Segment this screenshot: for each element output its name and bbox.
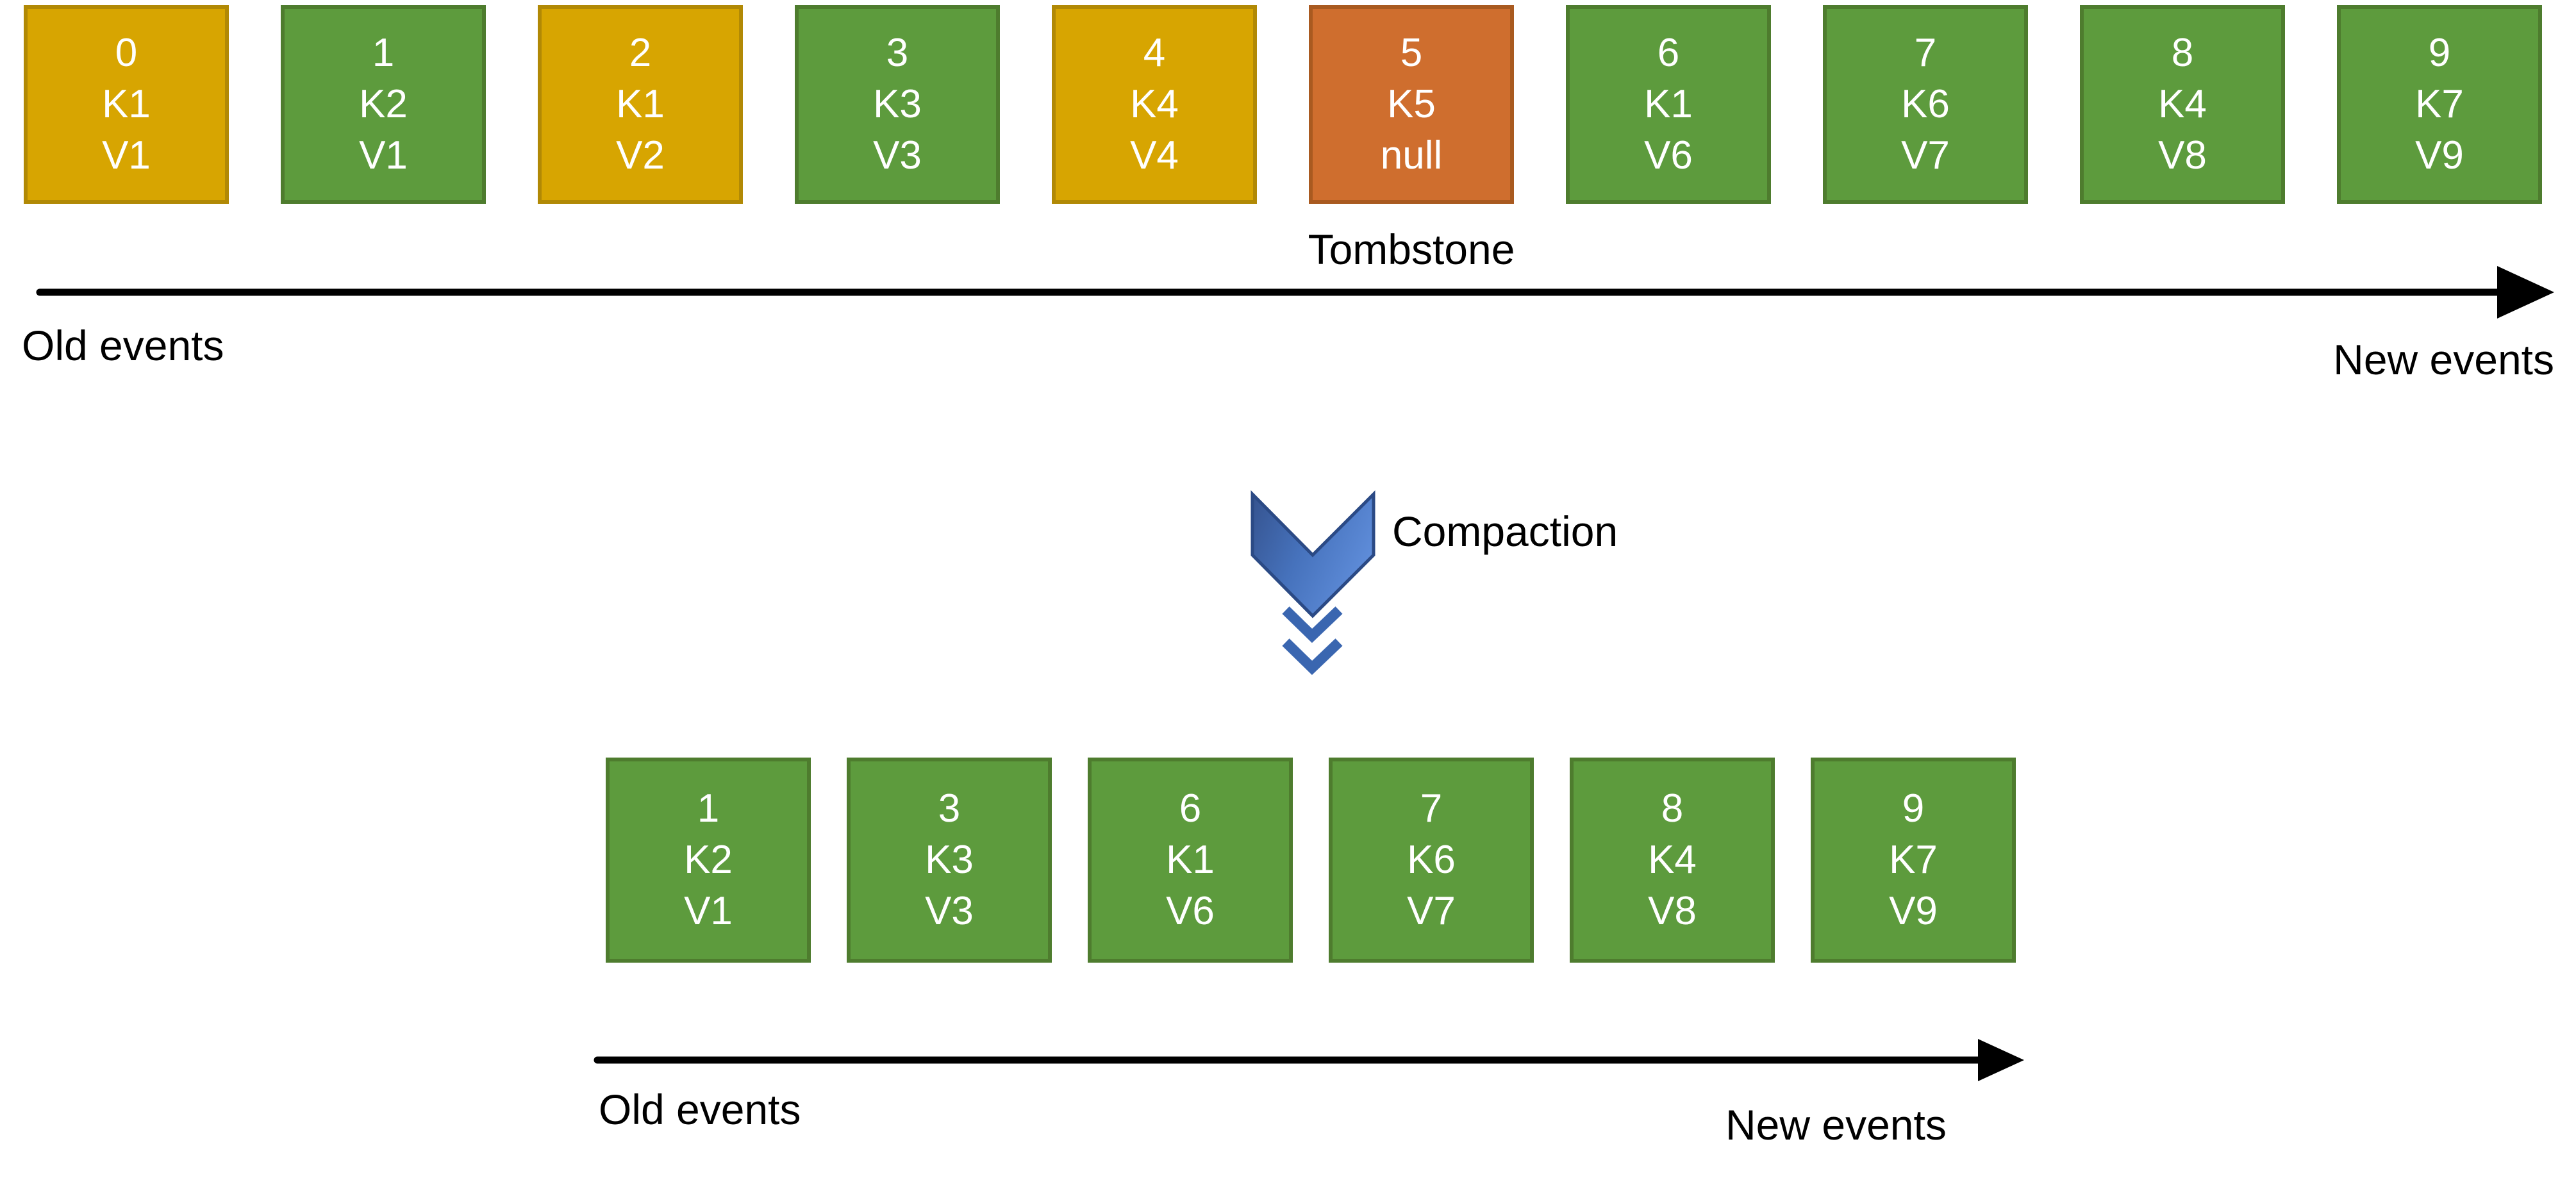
arrowhead-right-icon (1978, 1039, 2024, 1081)
event-offset: 1 (697, 786, 720, 831)
event-key: K4 (1130, 82, 1179, 126)
event-value: V1 (102, 133, 151, 178)
event-box-offset-8: 8 K4 V8 (2080, 5, 2285, 204)
arrowhead-right-icon (2497, 266, 2554, 319)
event-key: K5 (1387, 82, 1436, 126)
event-key: K6 (1901, 82, 1950, 126)
event-value: V2 (616, 133, 665, 178)
event-offset: 9 (2428, 31, 2451, 75)
event-box-offset-8: 8 K4 V8 (1570, 758, 1775, 963)
event-value: V6 (1644, 133, 1693, 178)
old-events-label-bottom: Old events (599, 1086, 801, 1133)
chevron-down-small-icon (1282, 638, 1343, 676)
event-offset: 4 (1143, 31, 1166, 75)
event-value: V9 (2415, 133, 2464, 178)
event-key: K7 (2415, 82, 2464, 126)
event-value: V1 (684, 889, 733, 933)
event-offset: 6 (1179, 786, 1202, 831)
new-events-label-top: New events (2333, 336, 2554, 383)
event-value: V8 (1648, 889, 1697, 933)
event-box-offset-7: 7 K6 V7 (1329, 758, 1534, 963)
event-box-offset-5-tombstone: 5 K5 null (1309, 5, 1514, 204)
event-offset: 0 (115, 31, 138, 75)
timeline-arrow-bottom (594, 1039, 2024, 1081)
compaction-label: Compaction (1392, 508, 1618, 555)
event-value: V6 (1166, 889, 1215, 933)
event-offset: 8 (1661, 786, 1684, 831)
tombstone-label: Tombstone (1308, 226, 1515, 273)
event-value: V3 (925, 889, 974, 933)
event-box-offset-9: 9 K7 V9 (1811, 758, 2016, 963)
event-offset: 7 (1420, 786, 1443, 831)
event-key: K2 (684, 838, 733, 882)
event-box-offset-2: 2 K1 V2 (538, 5, 743, 204)
event-key: K2 (359, 82, 408, 126)
event-offset: 9 (1902, 786, 1925, 831)
event-box-offset-9: 9 K7 V9 (2337, 5, 2542, 204)
event-value: V4 (1130, 133, 1179, 178)
event-key: K7 (1889, 838, 1938, 882)
event-box-offset-6: 6 K1 V6 (1088, 758, 1293, 963)
event-log-after: 1 K2 V1 3 K3 V3 6 K1 V6 7 K6 V7 8 K4 V8 … (606, 758, 2016, 963)
event-key: K4 (1648, 838, 1697, 882)
event-key: K4 (2158, 82, 2207, 126)
event-value: V7 (1901, 133, 1950, 178)
event-key: K1 (1644, 82, 1693, 126)
new-events-label-bottom: New events (1725, 1101, 1947, 1149)
compaction-arrow-icon (1251, 490, 1375, 676)
event-box-offset-7: 7 K6 V7 (1823, 5, 2028, 204)
event-offset: 2 (629, 31, 652, 75)
event-key: K1 (616, 82, 665, 126)
event-value: V3 (873, 133, 922, 178)
event-key: K1 (102, 82, 151, 126)
event-offset: 1 (372, 31, 395, 75)
event-value: V9 (1889, 889, 1938, 933)
event-offset: 3 (886, 31, 909, 75)
event-offset: 5 (1400, 31, 1423, 75)
chevron-down-small-icon (1282, 606, 1343, 643)
event-key: K6 (1407, 838, 1456, 882)
event-value: V7 (1407, 889, 1456, 933)
event-offset: 6 (1657, 31, 1680, 75)
event-offset: 8 (2171, 31, 2194, 75)
event-offset: 3 (938, 786, 961, 831)
event-key: K1 (1166, 838, 1215, 882)
event-box-offset-3: 3 K3 V3 (795, 5, 1000, 204)
event-box-offset-3: 3 K3 V3 (847, 758, 1052, 963)
event-offset: 7 (1914, 31, 1937, 75)
event-value: V1 (359, 133, 408, 178)
event-value: V8 (2158, 133, 2207, 178)
event-box-offset-0: 0 K1 V1 (24, 5, 229, 204)
event-key: K3 (925, 838, 974, 882)
event-value: null (1380, 133, 1443, 178)
event-box-offset-1: 1 K2 V1 (281, 5, 486, 204)
event-box-offset-6: 6 K1 V6 (1566, 5, 1771, 204)
chevron-down-big-icon (1251, 490, 1375, 618)
event-box-offset-4: 4 K4 V4 (1052, 5, 1257, 204)
old-events-label-top: Old events (22, 322, 224, 369)
event-key: K3 (873, 82, 922, 126)
event-log-before: 0 K1 V1 1 K2 V1 2 K1 V2 3 K3 V3 4 K4 V4 … (24, 5, 2542, 204)
timeline-arrow-top (36, 266, 2554, 319)
event-box-offset-1: 1 K2 V1 (606, 758, 811, 963)
